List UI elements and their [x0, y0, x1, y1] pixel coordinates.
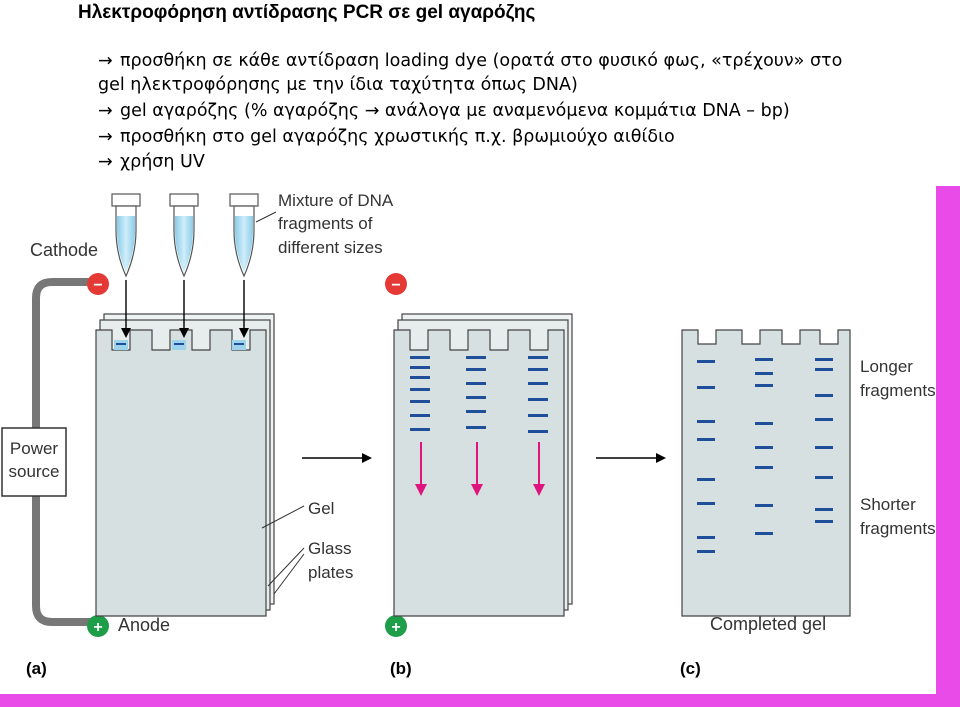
gel-label: Gel — [308, 499, 334, 518]
gel-slab-b — [393, 329, 565, 617]
gel-slab-a — [95, 329, 267, 617]
bullet-1-text: προσθήκη σε κάθε αντίδραση loading dye (… — [120, 51, 843, 71]
electrophoresis-diagram: Power source Cathode − + Anode Mixture o… — [1, 191, 936, 678]
test-tube-3 — [229, 193, 259, 278]
longer-fragments-label-1: Longer — [860, 357, 913, 376]
arrow-right-icon: → — [98, 152, 113, 172]
plus-sign-b: + — [391, 619, 400, 636]
gel-leader-line — [261, 505, 305, 529]
glass-label-2: plates — [308, 563, 353, 582]
bullet-2: → gel αγαρόζης (% αγαρόζης → ανάλογα με α… — [98, 101, 790, 121]
anode-plus-icon — [87, 615, 109, 637]
mixture-label-1: Mixture of DNA — [278, 191, 394, 210]
bullet-1-continued: gel ηλεκτροφόρησης με την ίδια ταχύτητα … — [98, 75, 578, 95]
glass-label-1: Glass — [308, 539, 351, 558]
power-cable-bottom — [32, 496, 92, 626]
bullet-2-text: gel αγαρόζης (% αγαρόζης → ανάλογα με αν… — [120, 101, 790, 121]
bullet-3-text: προσθήκη στο gel αγαρόζης χρωστικής π.χ.… — [120, 127, 675, 147]
header-area: Ηλεκτροφόρηση αντίδρασης PCR σε gel αγαρ… — [0, 0, 960, 186]
shorter-fragments-label-1: Shorter — [860, 495, 916, 514]
power-source-box — [1, 427, 67, 497]
mixture-leader-line — [255, 211, 277, 223]
bullet-4: → χρήση UV — [98, 152, 205, 172]
anode-label: Anode — [118, 615, 170, 635]
arrow-right-icon: → — [98, 51, 113, 71]
minus-sign: − — [93, 277, 102, 294]
shorter-fragments-label-2: fragments — [860, 519, 936, 538]
bullet-4-text: χρήση UV — [120, 152, 205, 172]
anode-plus-icon-b — [385, 615, 407, 637]
bands-completed-c — [697, 358, 833, 553]
bullet-1: → προσθήκη σε κάθε αντίδραση loading dye … — [98, 51, 842, 71]
bands-running-b — [410, 356, 548, 433]
longer-fragments-label-2: fragments — [860, 381, 936, 400]
cathode-minus-icon — [87, 273, 109, 295]
test-tube-2 — [169, 193, 199, 278]
mixture-label-2: fragments of — [278, 214, 373, 233]
minus-sign-b: − — [391, 277, 400, 294]
glass-leader-line-1 — [267, 547, 305, 587]
arrow-right-icon: → — [98, 101, 113, 121]
power-cable-top — [32, 278, 92, 430]
completed-gel — [681, 329, 851, 617]
arrow-right-icon: → — [98, 127, 113, 147]
power-source-label-2: source — [8, 462, 59, 481]
cathode-minus-icon-b — [385, 273, 407, 295]
bullet-1-continued-text: gel ηλεκτροφόρησης με την ίδια ταχύτητα … — [98, 75, 578, 95]
panel-a-label: (a) — [26, 659, 47, 678]
bullet-3: → προσθήκη στο gel αγαρόζης χρωστικής π.χ… — [98, 127, 675, 147]
panel-c-label: (c) — [680, 659, 701, 678]
diagram-panel: Power source Cathode − + Anode Mixture o… — [0, 186, 936, 694]
slide-title: Ηλεκτροφόρηση αντίδρασης PCR σε gel αγαρ… — [78, 2, 536, 23]
glass-leader-line-2 — [273, 553, 305, 595]
completed-gel-label: Completed gel — [710, 614, 826, 634]
power-source-label-1: Power — [10, 439, 59, 458]
panel-b-label: (b) — [390, 659, 412, 678]
test-tube-1 — [111, 193, 141, 278]
plus-sign: + — [93, 619, 102, 636]
mixture-label-3: different sizes — [278, 238, 383, 257]
cathode-label: Cathode — [30, 240, 98, 260]
